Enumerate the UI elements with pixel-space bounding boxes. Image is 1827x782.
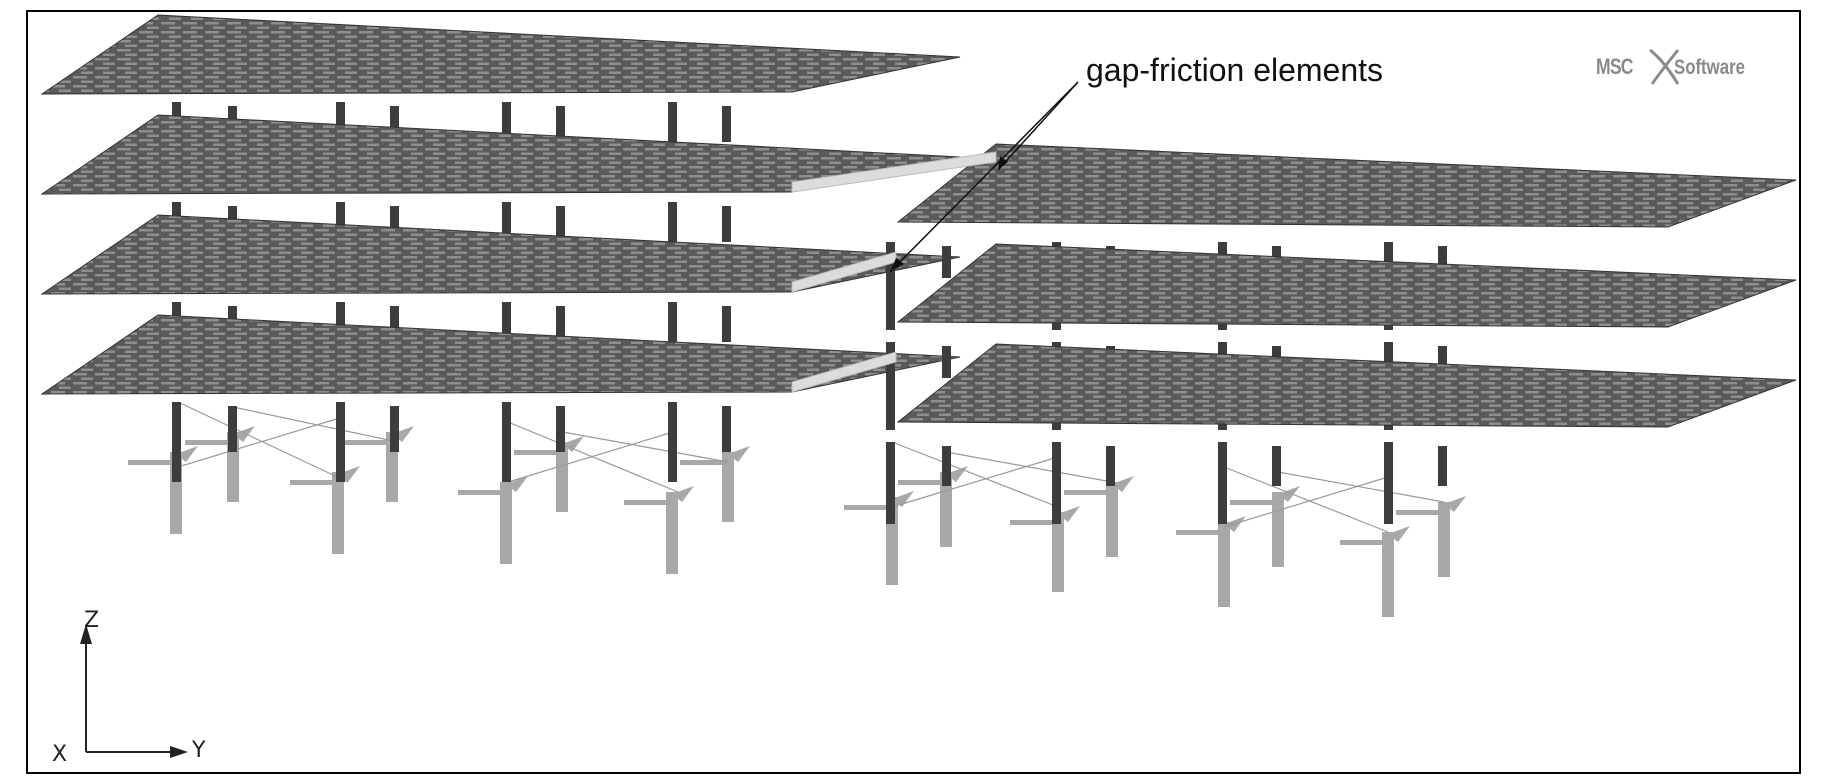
pile-left-2 — [290, 466, 360, 554]
gap-friction-label: gap-friction elements — [1086, 52, 1384, 88]
brace-7 — [945, 451, 1113, 483]
right-f2-front-column-2 — [1218, 442, 1227, 524]
pile-left-5 — [514, 436, 584, 512]
brace-6 — [891, 441, 1059, 508]
leader-line-1 — [889, 81, 1079, 273]
pile-right-3 — [1064, 476, 1134, 557]
right-f2-back-column-3 — [1438, 446, 1447, 486]
annotation-leader-lines — [889, 81, 1079, 273]
left-f3-front-column-2 — [502, 402, 511, 482]
left-f1-back-column-3 — [722, 206, 731, 242]
right-slab-floor-2 — [896, 343, 1797, 428]
right-building-slabs — [886, 143, 1797, 524]
left-f2-back-column-2 — [556, 306, 565, 342]
msc-software-logo: MSC Software — [1596, 40, 1786, 90]
pile-right-7 — [1396, 496, 1466, 577]
left-f2-back-column-3 — [722, 306, 731, 342]
z-axis-label: Z — [84, 608, 100, 633]
pile-left-7 — [680, 446, 750, 522]
brace-0 — [177, 401, 349, 483]
left-f3-back-column-1 — [390, 406, 399, 452]
gap-friction-elements — [791, 151, 997, 393]
pile-right-4 — [1176, 516, 1246, 607]
left-f0-back-column-3 — [722, 106, 731, 142]
left-f3-front-column-0 — [172, 402, 181, 482]
left-f3-back-column-3 — [722, 406, 731, 452]
left-f3-back-column-0 — [228, 406, 237, 452]
coordinate-triad — [80, 624, 188, 758]
brace-4 — [562, 431, 729, 463]
brace-5 — [507, 431, 674, 483]
brace-2 — [177, 416, 344, 468]
pile-right-5 — [1230, 486, 1300, 567]
brace-8 — [891, 456, 1059, 508]
brace-9 — [1223, 466, 1389, 533]
right-f0-back-column-3 — [1438, 246, 1447, 278]
left-f3-back-column-2 — [556, 406, 565, 452]
right-f1-back-column-3 — [1438, 346, 1447, 378]
leader-arrowhead-1 — [890, 258, 904, 272]
pile-right-2 — [1010, 506, 1080, 592]
left-f1-back-column-1 — [390, 206, 399, 242]
right-slab-floor-1 — [896, 243, 1797, 328]
brace-1 — [232, 406, 399, 443]
x-axis-label: X — [52, 742, 68, 767]
logo-brand-left: MSC — [1596, 54, 1634, 79]
left-f2-back-column-1 — [390, 306, 399, 342]
left-f0-back-column-1 — [390, 106, 399, 142]
right-f0-back-column-0 — [942, 246, 951, 278]
left-building-slabs — [40, 14, 961, 482]
leader-arrowhead-2 — [998, 156, 1008, 170]
brace-3 — [507, 421, 679, 493]
pile-left-4 — [458, 476, 528, 564]
right-slab-floor-0 — [896, 143, 1797, 228]
bracing-group — [177, 401, 1445, 533]
pile-left-6 — [624, 486, 694, 574]
pile-left-0 — [128, 446, 198, 534]
right-f0-front-column-0 — [886, 242, 895, 330]
gap-element-2 — [791, 351, 897, 393]
right-f2-front-column-0 — [886, 442, 895, 524]
logo-brand-right: Software — [1674, 56, 1745, 79]
y-axis-label: Y — [192, 738, 206, 763]
left-f1-back-column-2 — [556, 206, 565, 242]
right-f1-front-column-0 — [886, 342, 895, 430]
right-f2-back-column-1 — [1106, 446, 1115, 486]
pile-right-6 — [1340, 526, 1410, 617]
right-f2-back-column-2 — [1272, 446, 1281, 486]
logo-swoosh-icon — [1649, 48, 1680, 85]
pile-right-1 — [898, 466, 968, 547]
pile-right-0 — [844, 491, 914, 585]
right-f2-front-column-3 — [1384, 442, 1393, 524]
left-slab-floor-0 — [40, 14, 961, 95]
pile-foundation-group — [128, 426, 1466, 617]
model-viewport[interactable]: gap-friction elements MSC Software Z Y X — [26, 10, 1801, 774]
left-f3-front-column-3 — [668, 402, 677, 482]
gap-element-0 — [791, 151, 997, 193]
left-f0-back-column-2 — [556, 106, 565, 142]
structure-model — [40, 14, 1797, 758]
right-f2-back-column-0 — [942, 446, 951, 486]
right-f2-front-column-1 — [1052, 442, 1061, 524]
right-f1-back-column-0 — [942, 346, 951, 378]
pile-left-1 — [185, 426, 255, 502]
left-f3-front-column-1 — [336, 402, 345, 482]
leader-line-2 — [997, 81, 1079, 171]
brace-10 — [1277, 471, 1445, 503]
brace-11 — [1223, 476, 1389, 528]
